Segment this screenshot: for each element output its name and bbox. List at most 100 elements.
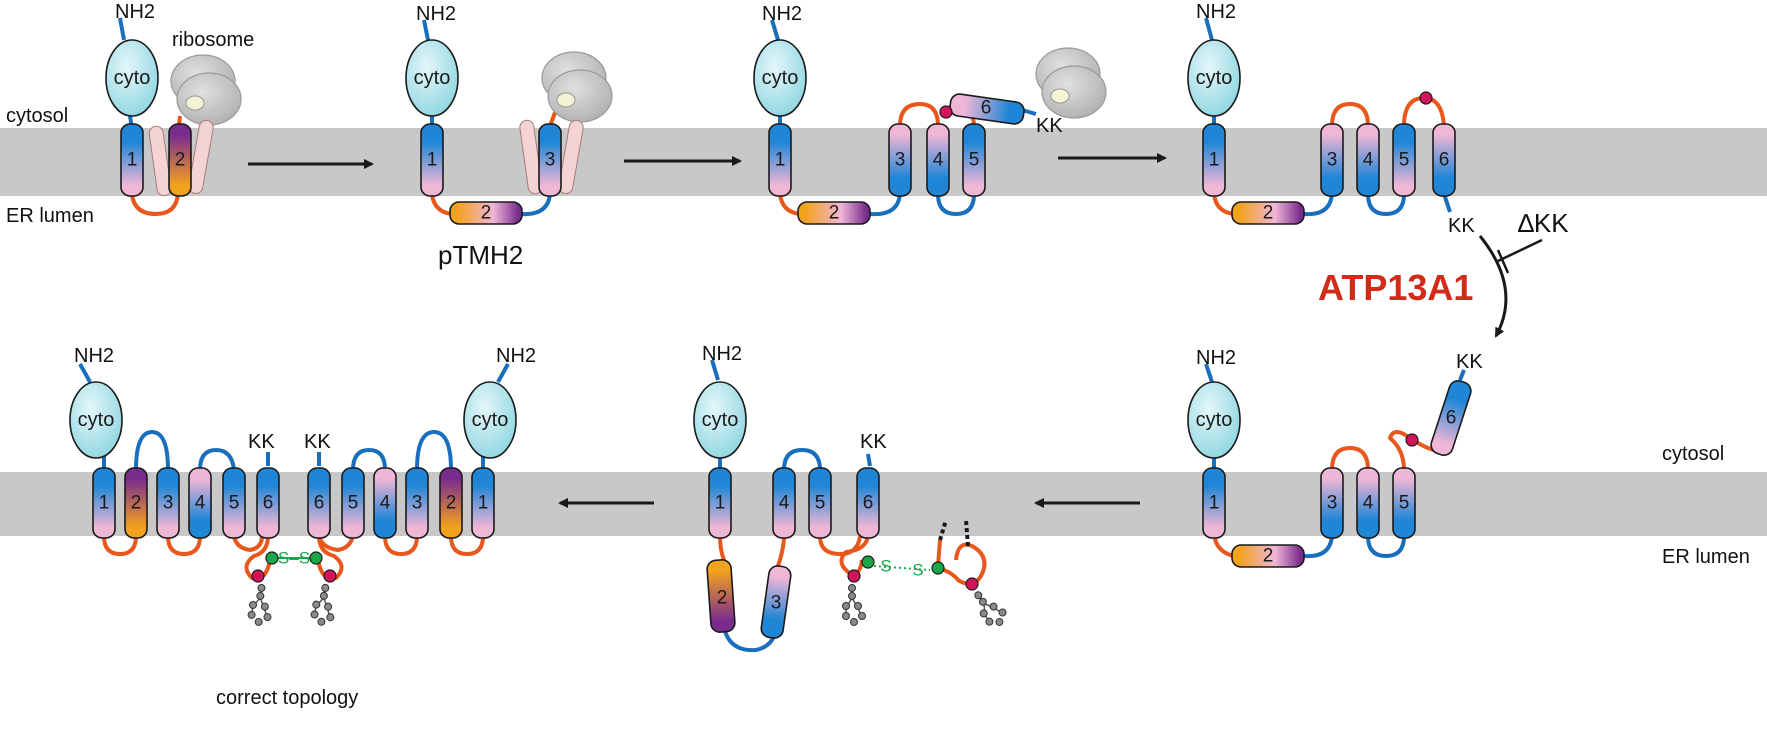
glycan [967,583,1012,633]
atp13a1-label: ATP13A1 [1318,267,1473,308]
helix-2 [124,467,148,539]
helix-number: 2 [131,493,142,514]
helix-number: 2 [175,150,186,171]
ribosome [541,51,613,123]
helix-4 [1356,123,1380,197]
translocon [558,119,584,195]
helix-3 [1320,123,1344,197]
helix-number: 6 [863,493,874,514]
helix-2 [439,467,463,539]
helix-number: 2 [1263,546,1274,567]
helix-number: 5 [348,493,359,514]
glycan [246,581,277,628]
ptmh2-label: pTMH2 [438,240,523,270]
helix-number: 2 [1263,203,1274,224]
helix-2-horizontal [797,201,871,225]
membrane-top [0,128,1767,196]
helix-6 [307,467,331,539]
kk-label: KK [1456,351,1483,373]
helix-5 [341,467,365,539]
helix-number: 6 [263,493,274,514]
helix-5 [222,467,246,539]
helix-3 [1320,467,1344,539]
helix-6 [856,467,880,539]
cysteine [309,551,323,565]
cyto-domain [105,39,159,117]
cytosol-label-bottom: cytosol [1662,443,1724,465]
helix-1 [1202,467,1226,539]
nh2-label: NH2 [496,345,536,367]
ribosome-label: ribosome [172,29,254,51]
stage-7-dimer: 1 2 3 4 5 6 6 5 4 3 2 1 S–S cyto [69,345,536,709]
stage-3: 1 2 3 4 5 6 cyto NH2 KK [753,3,1107,225]
helix-number: 3 [895,150,906,171]
helix-number: 3 [1327,493,1338,514]
kk-label: KK [1448,215,1475,237]
helix-3 [538,123,562,197]
helix-5 [962,123,986,197]
cyto-label: cyto [1196,409,1233,431]
glycosylation-site [965,577,979,591]
helix-6 [256,467,280,539]
helix-number: 1 [1209,150,1220,171]
helix-4 [1356,467,1380,539]
helix-number: 1 [1209,493,1220,514]
helix-number: 4 [933,150,944,171]
translocon [188,119,214,195]
stage-1: 1 2 cyto NH2 ribosome [105,1,254,217]
helix-1 [768,123,792,197]
helix-number: 3 [1327,150,1338,171]
helix-number: 1 [478,493,489,514]
helix-number: 3 [163,493,174,514]
glycosylation-site [323,569,337,583]
helix-number: 3 [771,593,782,614]
helix-5 [808,467,832,539]
helix-6 [1432,123,1456,197]
cyto-domain [405,39,459,117]
helix-1 [92,467,116,539]
nh2-label: NH2 [1196,347,1236,369]
glycosylation-site [939,105,953,119]
helix-1 [708,467,732,539]
cyto-domain [463,381,517,459]
cyto-label: cyto [414,67,451,89]
helix-4 [926,123,950,197]
cysteine [861,555,875,569]
helix-number: 5 [815,493,826,514]
partial-disulfide [873,565,931,571]
nh2-label: NH2 [416,3,456,25]
nh2-label: NH2 [1196,1,1236,23]
glycosylation-site [1405,433,1419,447]
cyto-label: cyto [114,67,151,89]
cyto-label: cyto [702,409,739,431]
helix-5 [1392,467,1416,539]
stage-6: 1 2 3 4 5 6 S S cyto NH2 KK [693,343,1012,653]
glycosylation-site [847,569,861,583]
helix-number: 1 [127,150,138,171]
helix-number: 6 [1446,408,1457,429]
stage-2: 1 3 2 cyto NH2 pTMH2 [405,3,613,270]
helix-number: 5 [1399,493,1410,514]
nh2-label: NH2 [74,345,114,367]
helix-2-horizontal [1231,201,1305,225]
helix-number: 6 [314,493,325,514]
nh2-label: NH2 [702,343,742,365]
cyto-domain [1187,381,1241,459]
cyto-domain [69,381,123,459]
glycosylation-site [251,569,265,583]
kk-label: KK [248,431,275,453]
helix-number: 5 [969,150,980,171]
helix-number: 6 [1439,150,1450,171]
helix-4 [772,467,796,539]
ribosome [1035,47,1107,119]
helix-3-lumenal [760,565,792,639]
cytosol-label: cytosol [6,105,68,127]
helix-2 [168,123,192,197]
helix-number: 4 [195,493,206,514]
er-lumen-label-bottom: ER lumen [1662,546,1750,568]
cyto-domain [753,39,807,117]
helix-number: 5 [1399,150,1410,171]
helix-number: 4 [1363,493,1374,514]
